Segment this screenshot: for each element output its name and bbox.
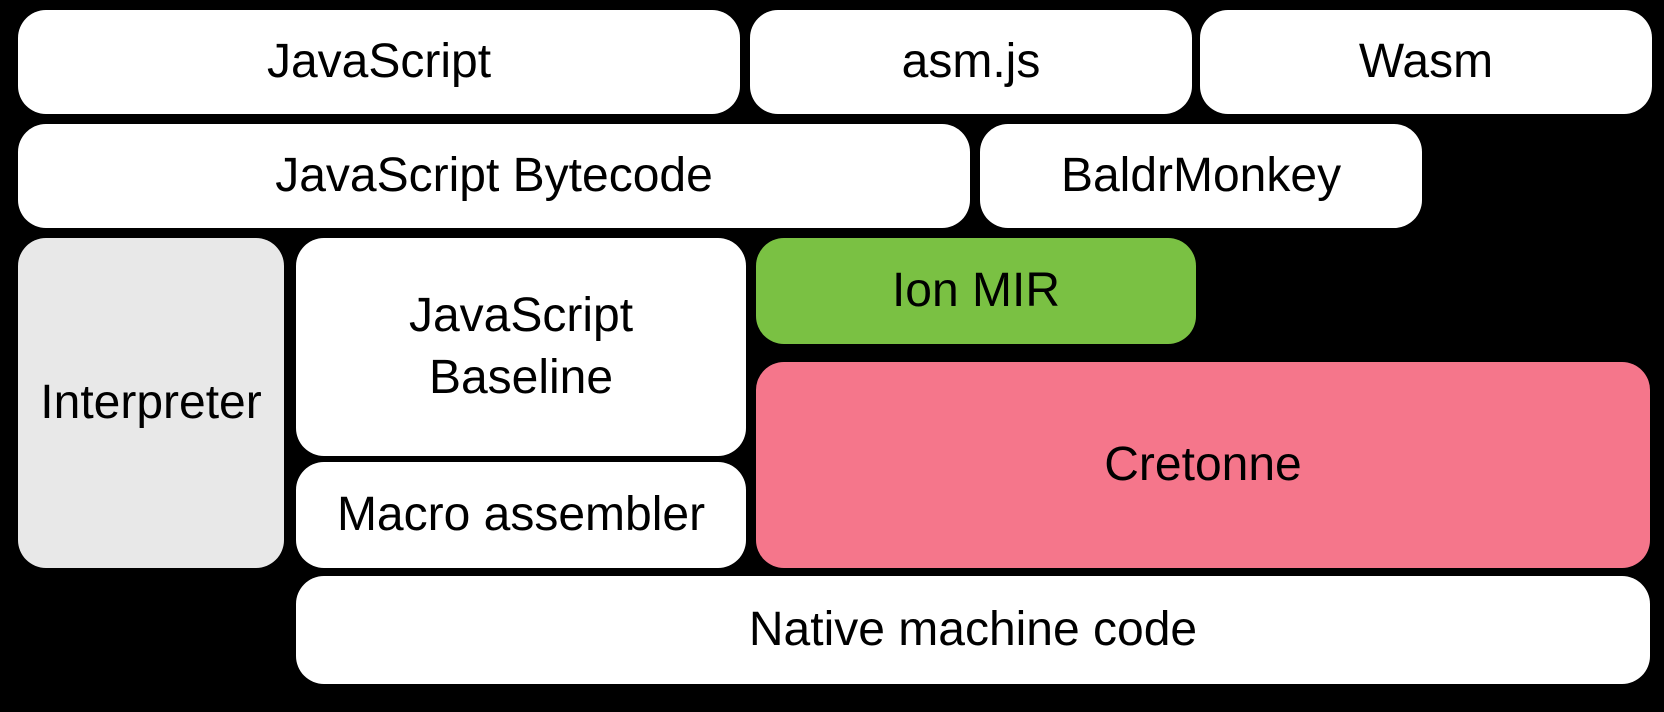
box-macro-assembler: Macro assembler <box>296 462 746 568</box>
box-wasm: Wasm <box>1200 10 1652 114</box>
box-ion-mir: Ion MIR <box>756 238 1196 344</box>
box-interpreter: Interpreter <box>18 238 284 568</box>
box-asmjs: asm.js <box>750 10 1192 114</box>
box-javascript-bytecode: JavaScript Bytecode <box>18 124 970 228</box>
box-javascript: JavaScript <box>18 10 740 114</box>
box-cretonne: Cretonne <box>756 362 1650 568</box>
box-javascript-baseline: JavaScript Baseline <box>296 238 746 456</box>
box-baldrmonkey: BaldrMonkey <box>980 124 1422 228</box>
box-native-machine-code: Native machine code <box>296 576 1650 684</box>
